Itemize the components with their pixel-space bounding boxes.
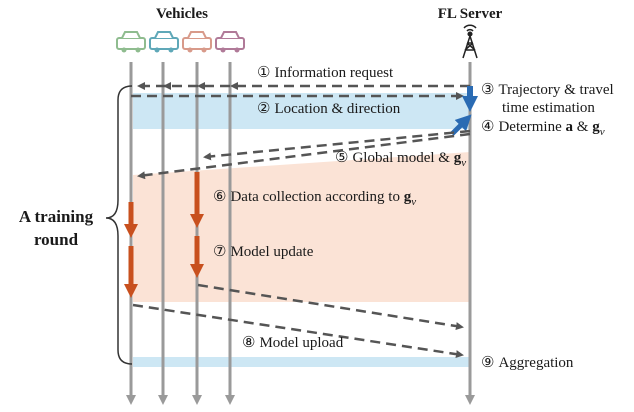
server-header: FL Server — [438, 6, 503, 22]
car-icon — [149, 31, 179, 53]
arrowhead — [230, 82, 238, 90]
location-phase-band — [133, 93, 470, 129]
arrowhead — [197, 82, 205, 90]
aggregation-phase-band — [133, 357, 470, 367]
arrowhead — [163, 82, 171, 90]
antenna-tower-icon — [462, 24, 478, 59]
vehicles-header: Vehicles — [156, 6, 208, 22]
training-round-brace — [105, 85, 133, 365]
global-model-arrow-2 — [203, 129, 471, 161]
step-3-label-line2: time estimation — [502, 100, 595, 116]
global-model-arrow-1 — [137, 132, 471, 180]
car-icon — [116, 31, 146, 53]
determine-assignment-arrow — [450, 114, 472, 136]
car-icon — [215, 31, 245, 53]
round-label-line1: A training — [19, 207, 94, 226]
car-icon — [182, 31, 212, 53]
training-phase-band — [133, 152, 470, 302]
model-upload-arrow-2 — [132, 303, 464, 359]
model-upload-arrow-1 — [197, 283, 464, 331]
round-label-line2: round — [34, 230, 79, 249]
